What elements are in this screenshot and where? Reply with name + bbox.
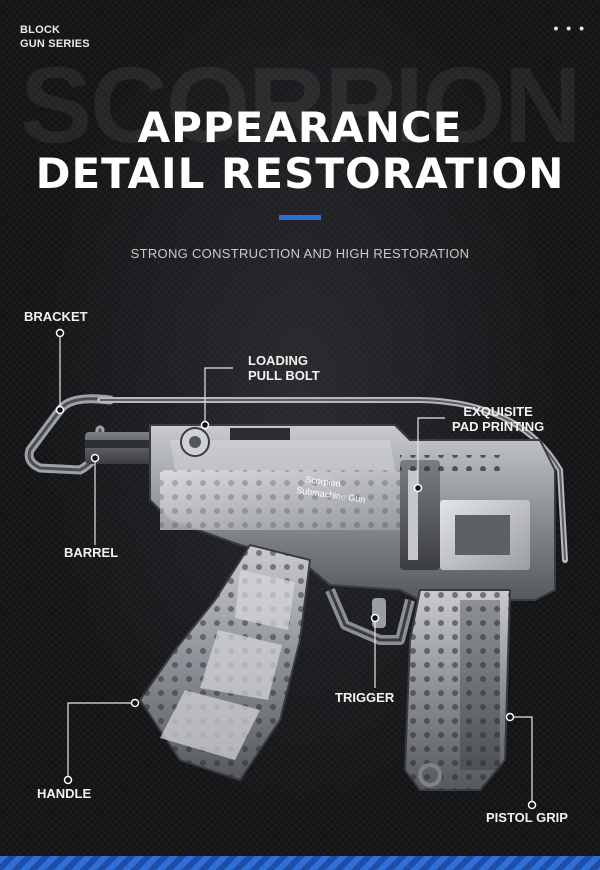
label-handle: HANDLE [37,786,92,801]
label-trigger: TRIGGER [335,690,395,705]
page-subtitle: STRONG CONSTRUCTION AND HIGH RESTORATION [130,246,470,261]
page-title-line-1: APPEARANCE [137,103,463,152]
loading-callout-line [204,367,233,425]
accent-bar [279,215,321,220]
label-loading-pull-bolt: LOADING PULL BOLT [248,353,320,383]
pad-print-line-1: Scorpion [305,474,342,489]
brand-line-2: GUN SERIES [20,38,90,50]
bottom-stripe-bar [0,856,600,870]
pistol-grip-part [403,589,512,791]
brand-logo: BLOCK GUN SERIES [20,23,90,51]
label-loading-line-2: PULL BOLT [248,368,320,383]
grip-callout-line [510,716,533,805]
label-bracket: BRACKET [24,309,88,324]
label-pad-line-2: PAD PRINTING [452,419,545,434]
barrel-part [85,432,165,464]
handle-callout-line [67,702,135,780]
label-pistol-grip: PISTOL GRIP [486,810,568,825]
brand-line-1: BLOCK [20,24,61,36]
pad-callout-line [417,417,445,488]
label-pad-line-1: EXQUISITE [463,404,533,419]
page-title-line-2: DETAIL RESTORATION [35,149,565,198]
magazine-part [138,543,312,782]
label-barrel: BARREL [64,545,119,560]
watermark-text: SCORPION [19,44,582,165]
label-loading-line-1: LOADING [248,353,308,368]
three-dots-icon[interactable]: • • • [553,20,586,36]
trigger-part [325,588,415,645]
receiver-body [149,424,556,601]
label-pad-printing: EXQUISITE PAD PRINTING [452,404,544,434]
